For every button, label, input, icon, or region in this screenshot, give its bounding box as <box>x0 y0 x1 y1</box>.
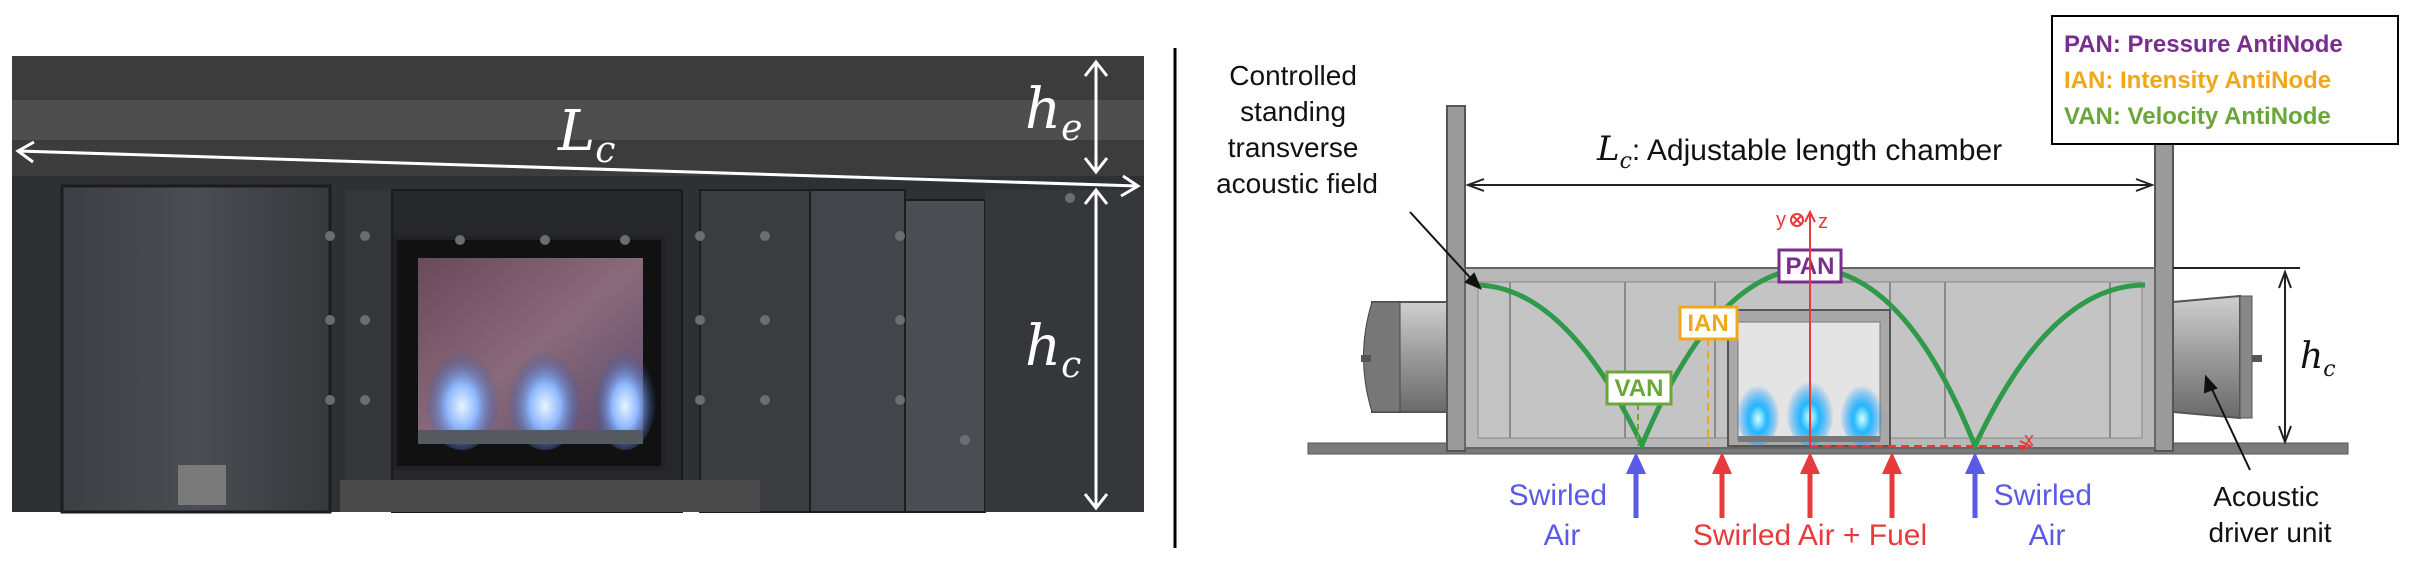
fuel-arrow-2 <box>1800 452 1820 518</box>
legend-ian: IAN: Intensity AntiNode <box>2064 67 2331 94</box>
left-post <box>1446 105 1466 452</box>
mid-left-panel <box>345 190 395 512</box>
length-arrow <box>15 140 1141 198</box>
chamber-height-dimension <box>2173 267 2300 445</box>
flame-photo-1 <box>424 340 500 450</box>
svg-text:IAN: IAN <box>1687 310 1728 337</box>
photo-chamber-height-label: hc <box>1025 314 1081 386</box>
base-hardware <box>340 480 760 512</box>
legend-pan: PAN: Pressure AntiNode <box>2064 31 2343 58</box>
exhaust-highlight <box>12 100 1144 140</box>
chamber-length-label: Lc: Adjustable length chamber <box>1596 129 2002 174</box>
connector-box <box>178 465 226 505</box>
inflow-arrows <box>1626 452 1985 518</box>
acoustic-driver-pointer <box>2203 374 2251 471</box>
right-panel-d <box>985 190 1144 512</box>
flame-schematic-3 <box>1840 378 1884 446</box>
coordinate-axes <box>1790 209 2033 452</box>
photo-panel: Lc he hc <box>12 56 1144 514</box>
left-panel <box>60 184 332 514</box>
right-panel-b <box>809 189 906 513</box>
swirled-air-left-label: Swirled Air <box>1509 479 1616 552</box>
axis-y-label: y <box>1776 209 1786 231</box>
chamber-length-dimension <box>1465 178 2155 192</box>
schematic-panel: Lc: Adjustable length chamber hc PAN IAN <box>1216 15 2399 552</box>
van-tag: VAN <box>1605 370 1673 406</box>
axis-x-label: x <box>2024 429 2034 451</box>
acoustic-driver-label: Acoustic driver unit <box>2209 481 2332 548</box>
legend-van: VAN: Velocity AntiNode <box>2064 103 2331 130</box>
chamber-height-label: hc <box>2300 336 2336 382</box>
svg-text:VAN: VAN <box>1615 375 1664 402</box>
right-panel-c <box>904 199 986 513</box>
legend-box: PAN: Pressure AntiNode IAN: Intensity An… <box>2051 15 2399 145</box>
air-arrow-left <box>1626 452 1646 518</box>
exhaust-height-arrow <box>1083 59 1109 175</box>
bolts <box>325 193 1075 445</box>
air-arrow-right <box>1965 452 1985 518</box>
burner-bar <box>418 430 643 444</box>
flame-photo-3 <box>593 340 657 450</box>
swirled-air-fuel-label: Swirled Air + Fuel <box>1693 519 1927 552</box>
photo-exhaust-height-label: he <box>1025 77 1082 149</box>
axis-z-label: z <box>1818 211 1828 233</box>
right-panel-a <box>699 189 811 513</box>
fuel-arrow-1 <box>1712 452 1732 518</box>
swirled-air-right-label: Swirled Air <box>1994 479 2101 552</box>
fuel-arrow-3 <box>1882 452 1902 518</box>
left-driver <box>1361 301 1448 413</box>
acoustic-field-label: Controlled standing transverse acoustic … <box>1216 60 1378 199</box>
acoustic-field-pointer <box>1409 211 1482 290</box>
chamber-height-arrow <box>1083 187 1109 511</box>
photo-length-label: Lc <box>557 99 615 171</box>
right-post <box>2154 105 2174 452</box>
right-driver <box>2172 294 2262 420</box>
flame-photo-2 <box>507 340 583 450</box>
ian-tag: IAN <box>1678 305 1739 341</box>
flame-schematic-1 <box>1736 378 1780 446</box>
